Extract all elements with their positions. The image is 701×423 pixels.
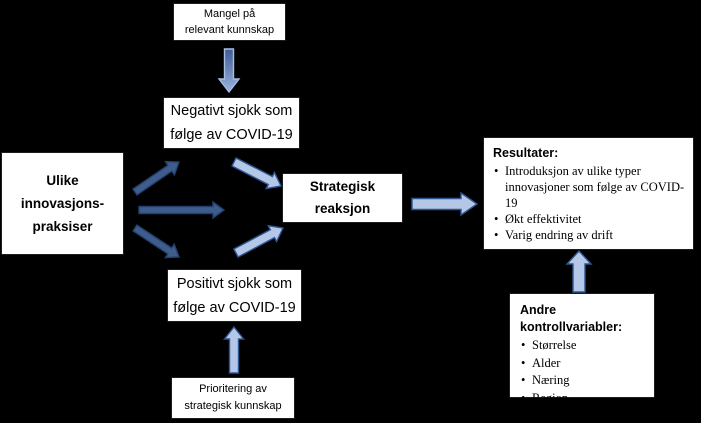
box-text-line: Positivt sjokk som xyxy=(176,275,293,292)
box-text-line: Prioritering av xyxy=(199,383,267,395)
box-text-line: Negativt sjokk som xyxy=(170,103,293,119)
box-title: Andre kontrollvariabler: xyxy=(520,303,623,334)
bullet-item: Region xyxy=(520,390,650,408)
box-text-line: innovasjons- xyxy=(20,196,105,211)
box-negativt-sjokk: Negativt sjokk som følge av COVID-19 xyxy=(163,97,300,149)
box-andre-kontrollvariabler: Andre kontrollvariabler: Størrelse Alder… xyxy=(509,293,655,407)
box-text-line: Strategisk xyxy=(309,179,376,194)
box-text-line: relevant kunnskap xyxy=(184,24,275,36)
arrow-positivt-to-strategisk xyxy=(232,224,285,258)
arrow-ulike-to-strategisk xyxy=(138,200,226,220)
bullet-item: Introduksjon av ulike typer innovasjoner… xyxy=(493,163,689,211)
resultater-bullet-list: Introduksjon av ulike typer innovasjoner… xyxy=(493,163,689,243)
kontrollvariabler-bullet-list: Størrelse Alder Næring Region xyxy=(520,337,650,407)
arrow-ulike-to-negativt xyxy=(132,160,180,196)
box-resultater: Resultater: Introduksjon av ulike typer … xyxy=(483,137,694,250)
box-text-line: følge av COVID-19 xyxy=(170,127,293,143)
arrow-mangel-to-negativt xyxy=(217,48,241,94)
box-text-line: reaksjon xyxy=(314,201,371,216)
box-text-line: følge av COVID-19 xyxy=(173,299,296,316)
bullet-item: Alder xyxy=(520,355,650,373)
arrow-ulike-to-positivt xyxy=(132,224,180,259)
box-prioritering-strategisk-kunnskap: Prioritering av strategisk kunnskap xyxy=(171,377,295,419)
box-text-line: Mangel på xyxy=(203,8,256,20)
box-strategisk-reaksjon: Strategisk reaksjon xyxy=(282,173,403,223)
box-title: Resultater: xyxy=(493,146,559,160)
box-positivt-sjokk: Positivt sjokk som følge av COVID-19 xyxy=(167,269,302,322)
box-text-line: Ulike xyxy=(46,173,79,188)
bullet-item: Økt effektivitet xyxy=(493,211,689,227)
arrow-andre-to-resultater xyxy=(565,249,593,293)
bullet-item: Størrelse xyxy=(520,337,650,355)
box-ulike-innovasjonspraksiser: Ulike innovasjons- praksiser xyxy=(1,152,124,255)
bullet-item: Næring xyxy=(520,372,650,390)
box-text-line: strategisk kunnskap xyxy=(184,400,282,412)
box-mangel-pa-relevant-kunnskap: Mangel på relevant kunnskap xyxy=(173,3,286,41)
arrow-negativt-to-strategisk xyxy=(231,157,283,190)
arrow-prioritering-to-positivt xyxy=(223,325,245,374)
arrow-strategisk-to-resultater xyxy=(411,191,479,217)
bullet-item: Varig endring av drift xyxy=(493,227,689,243)
box-text-line: praksiser xyxy=(32,219,93,234)
